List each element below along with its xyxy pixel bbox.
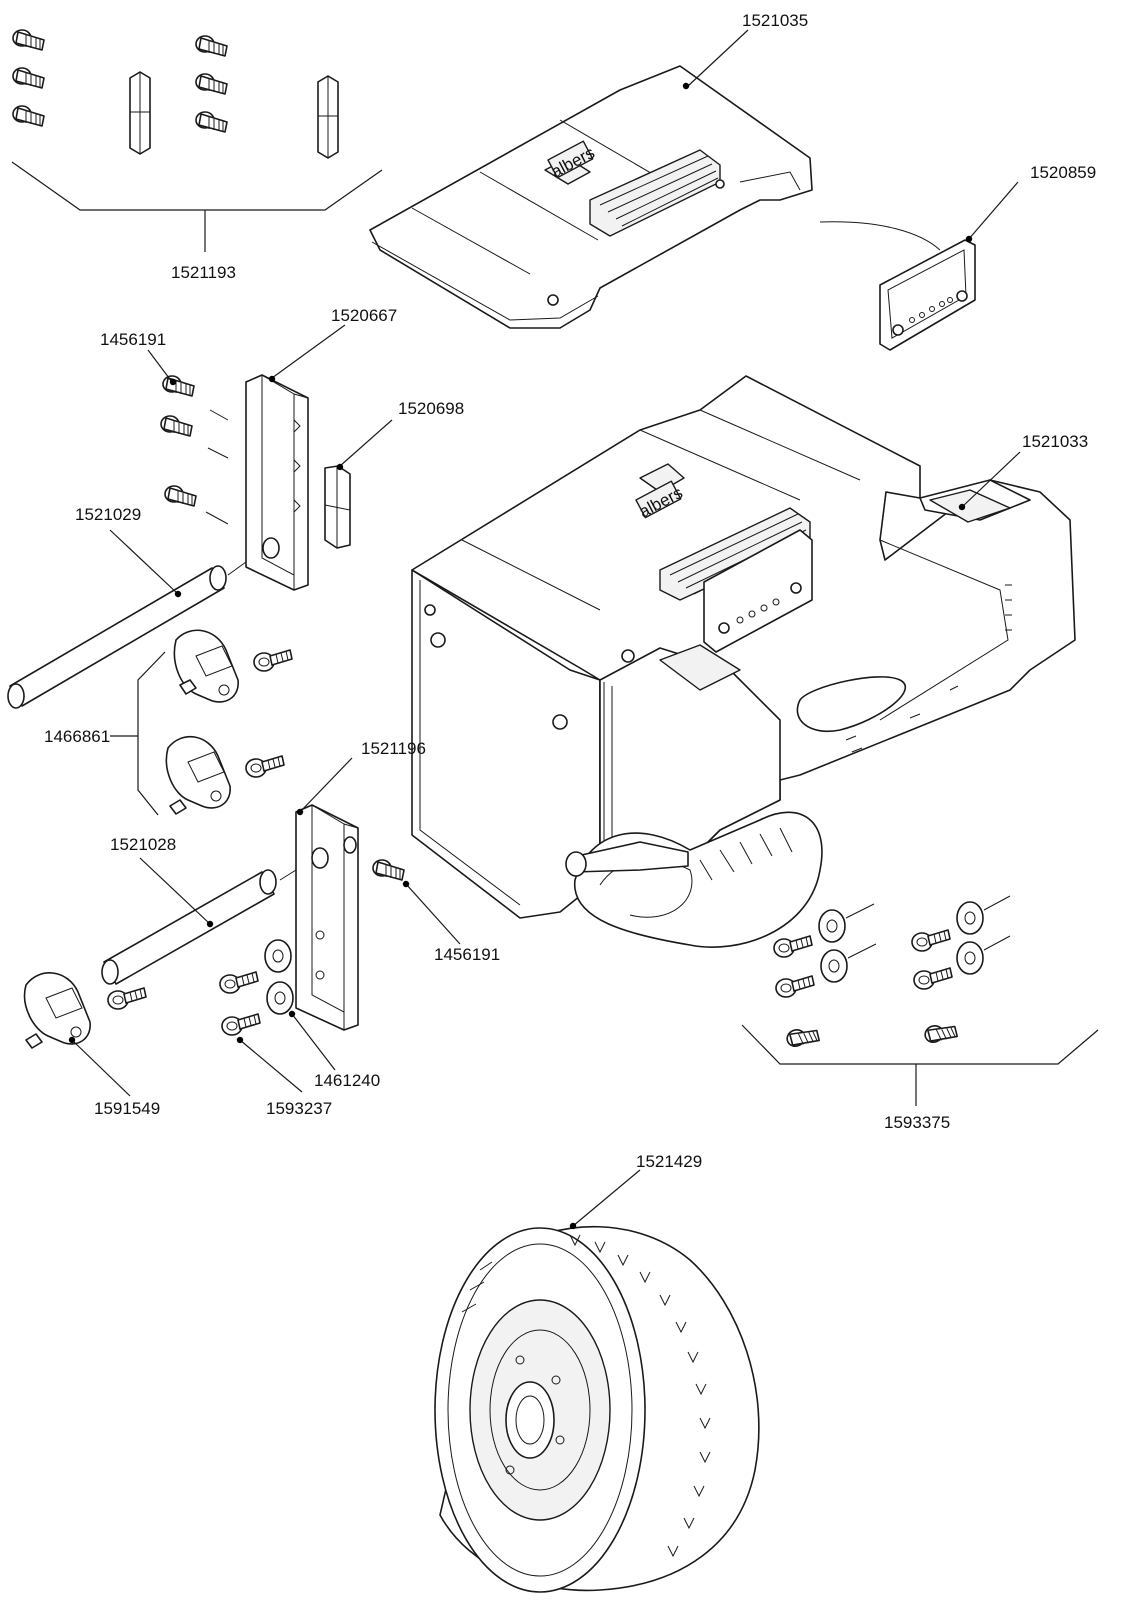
wheel <box>434 1225 760 1593</box>
clamp-upper <box>173 629 293 703</box>
screw-icon <box>372 859 405 881</box>
label-1593375: 1593375 <box>884 1113 950 1132</box>
label-1521029: 1521029 <box>75 505 141 524</box>
bolt-icon <box>911 929 951 952</box>
label-1520698: 1520698 <box>398 399 464 418</box>
screw-icon <box>12 105 45 127</box>
washer-icon <box>266 981 294 1015</box>
main-housing-connector <box>565 841 689 877</box>
label-1520859: 1520859 <box>1030 163 1096 182</box>
label-1521193: 1521193 <box>171 263 236 282</box>
label-1521028: 1521028 <box>110 835 176 854</box>
screw-icon <box>164 485 197 507</box>
label-1521035: 1521035 <box>742 11 808 30</box>
lower-bracket <box>295 804 405 1031</box>
bolt-icon <box>245 755 285 778</box>
callout-labels: 1521035 1521193 1520859 1520667 1456191 … <box>44 11 1096 1171</box>
top-cover <box>369 65 813 329</box>
bolt-icon <box>219 971 259 994</box>
bolt-icon <box>107 987 147 1010</box>
control-panel <box>819 221 976 351</box>
clamp-lower <box>165 735 285 815</box>
label-1521033: 1521033 <box>1022 432 1088 451</box>
label-1466861: 1466861 <box>44 727 110 746</box>
bolt-icon <box>253 649 293 672</box>
label-1520667: 1520667 <box>331 306 397 325</box>
washer-icon <box>818 909 846 943</box>
screw-icon <box>195 111 228 133</box>
cap-screw-icon <box>783 1020 822 1054</box>
screw-icon <box>12 29 45 51</box>
clip-icon <box>129 71 151 155</box>
label-1591549: 1591549 <box>94 1099 160 1118</box>
clip-part <box>324 465 351 549</box>
fastener-kit-group <box>741 895 1099 1106</box>
cap-screw-icon <box>921 1016 960 1050</box>
bolt-icon <box>221 1013 261 1036</box>
clamp-bottom <box>23 972 147 1049</box>
label-1521196: 1521196 <box>361 739 426 758</box>
bracket-fasteners <box>219 939 294 1036</box>
screw-icon <box>160 415 193 437</box>
left-bracket <box>245 374 309 591</box>
washer-icon <box>820 949 848 983</box>
rod-upper <box>7 561 247 709</box>
label-1521429: 1521429 <box>636 1152 702 1171</box>
label-1593237: 1593237 <box>266 1099 332 1118</box>
callout-dots <box>68 82 973 1230</box>
main-housing <box>411 375 1076 919</box>
bolt-icon <box>775 975 815 998</box>
rod-lower <box>101 869 297 985</box>
leader-lines <box>71 29 1021 1227</box>
screw-icon <box>195 35 228 57</box>
screw-icon <box>162 375 195 397</box>
label-1461240: 1461240 <box>314 1071 380 1090</box>
screw-icon <box>195 73 228 95</box>
bracket-screws-top <box>160 375 229 525</box>
screw-icon <box>12 67 45 89</box>
bolt-icon <box>773 935 813 958</box>
washer-icon <box>956 901 984 935</box>
clip-icon <box>317 75 339 159</box>
label-1456191-bottom: 1456191 <box>434 945 500 964</box>
washer-icon <box>956 941 984 975</box>
screw-kit-group <box>11 29 383 252</box>
label-1456191-top: 1456191 <box>100 330 166 349</box>
bolt-icon <box>913 967 953 990</box>
washer-icon <box>264 939 292 973</box>
